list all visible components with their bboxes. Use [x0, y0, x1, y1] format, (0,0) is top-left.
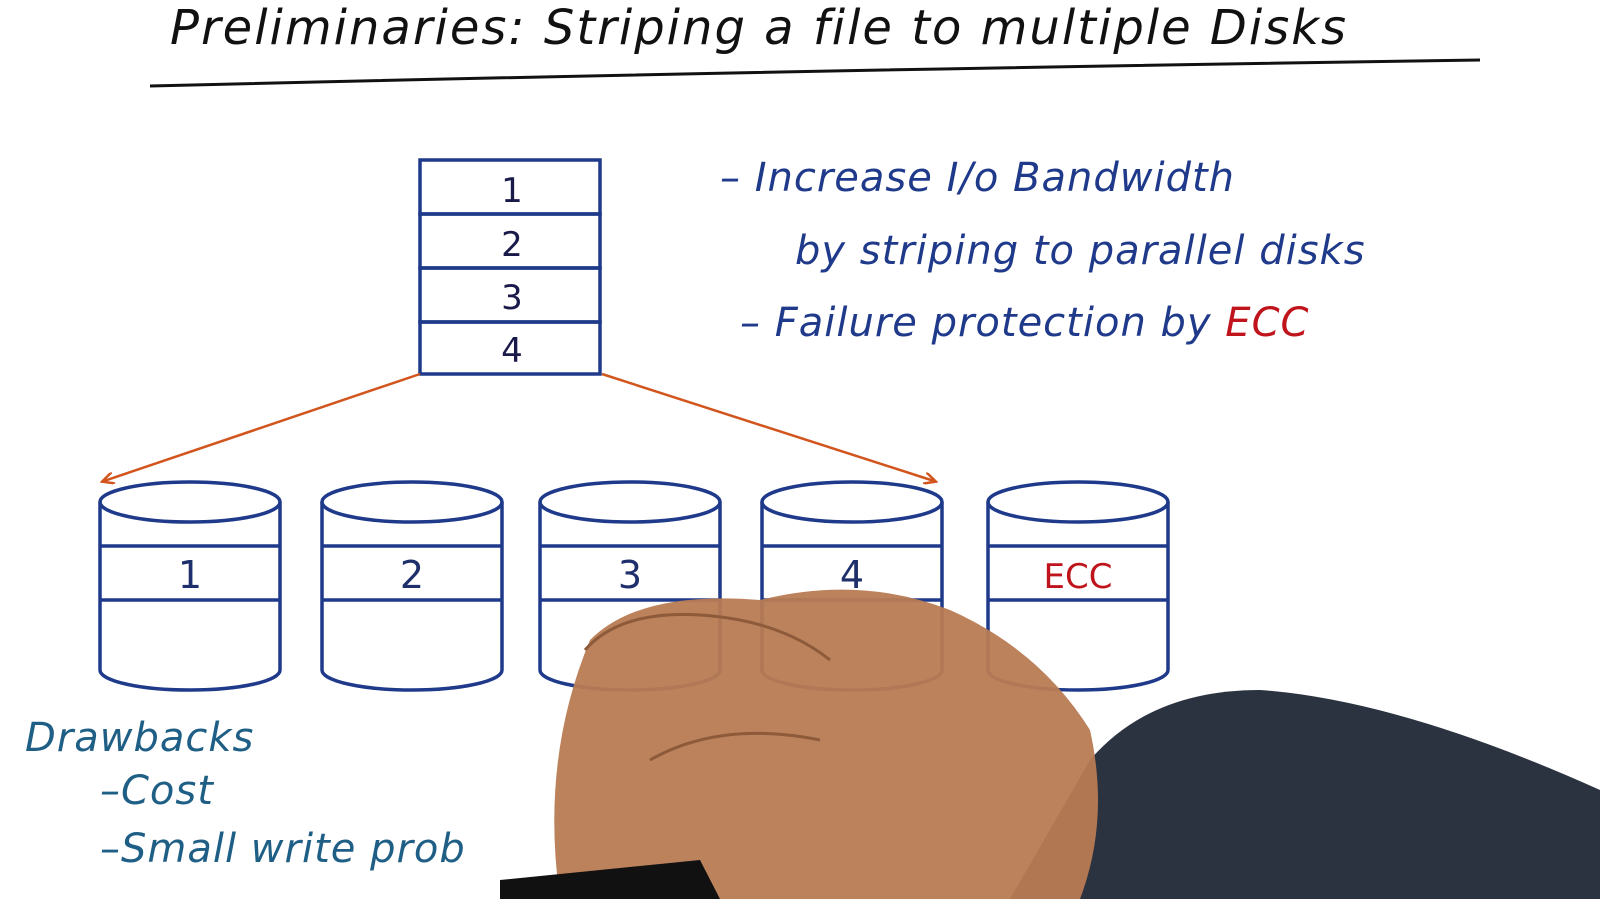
- file-block-label-1: 1: [501, 171, 523, 211]
- disk-label-3: 3: [618, 553, 642, 597]
- disk-label-5: ECC: [1044, 557, 1113, 597]
- arrow-to-disk-4: [601, 372, 934, 481]
- disk-2: 2: [320, 480, 504, 692]
- disk-label-1: 1: [178, 553, 202, 597]
- note-ecc-accent: ECC: [1225, 300, 1310, 346]
- disk-top: [538, 480, 722, 524]
- note-line-3-text: – Failure protection by: [740, 300, 1226, 346]
- disk-top: [986, 480, 1170, 524]
- note-line-1: – Increase I/o Bandwidth: [720, 155, 1235, 201]
- file-block-label-3: 3: [501, 278, 523, 318]
- title: Preliminaries: Striping a file to multip…: [170, 0, 1349, 56]
- disk-body: [98, 502, 282, 692]
- disk-top: [98, 480, 282, 524]
- file-block-label-4: 4: [501, 331, 523, 371]
- note-line-2: by striping to parallel disks: [795, 228, 1366, 274]
- drawback-item-cost: –Cost: [100, 768, 214, 814]
- file-block-stack: 1 2 3 4: [418, 158, 602, 376]
- drawbacks-heading: Drawbacks: [25, 715, 255, 761]
- disk-top: [320, 480, 504, 524]
- disk-body: [320, 502, 504, 692]
- disk-top: [760, 480, 944, 524]
- file-block-4: [418, 320, 602, 376]
- disk-1: 1: [98, 480, 282, 692]
- disk-label-2: 2: [400, 553, 424, 597]
- note-line-3: – Failure protection by ECC: [740, 300, 1309, 346]
- arrow-to-disk-1: [104, 372, 421, 481]
- drawback-item-small-write: –Small write prob: [100, 826, 466, 872]
- file-block-label-2: 2: [501, 225, 523, 265]
